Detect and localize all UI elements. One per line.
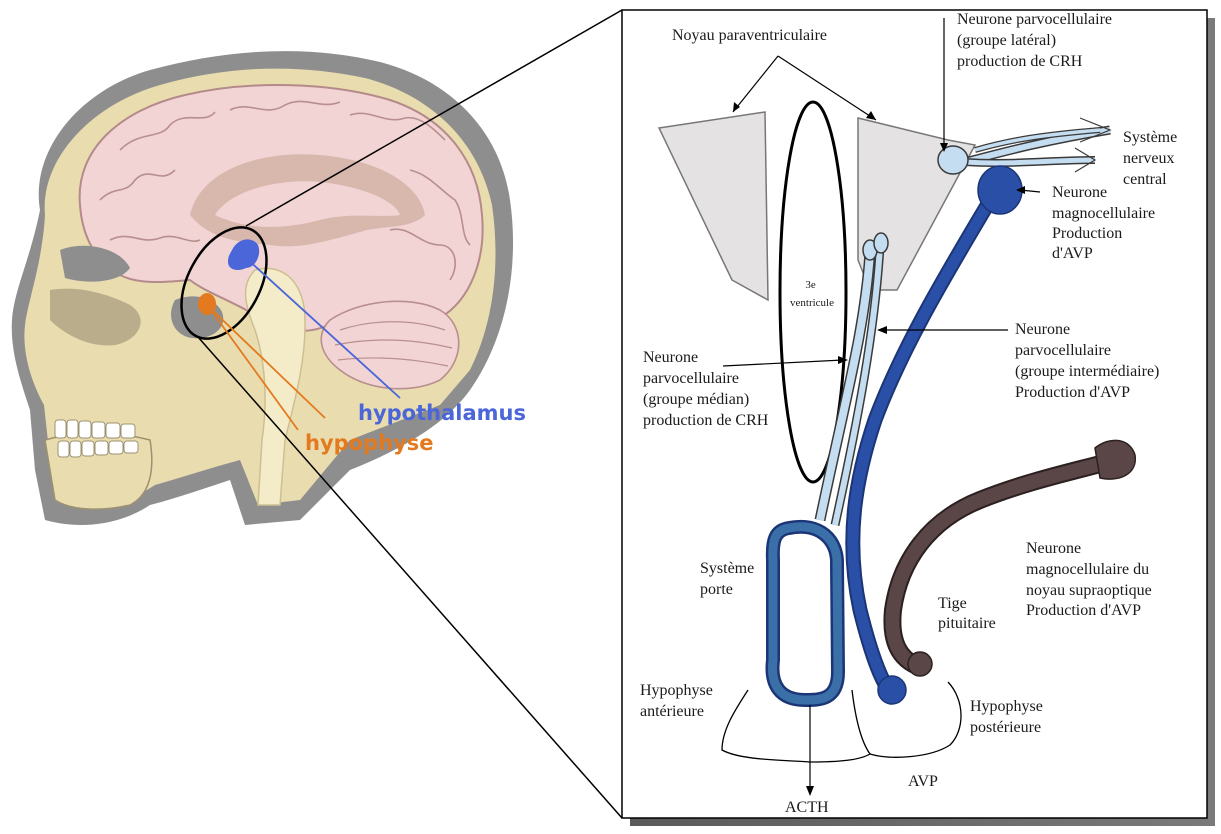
detail-panel: Noyau paraventriculaire 3e ventricule Ne… [622, 10, 1215, 826]
parvo-lateral-soma [938, 146, 968, 174]
supraoptic-soma [1095, 440, 1135, 479]
magno-pv-soma [978, 166, 1022, 214]
label-acth: ACTH [785, 799, 829, 816]
label-avp: AVP [908, 773, 938, 790]
hypophyse-label: hypophyse [305, 431, 434, 455]
hypothalamus-label: hypothalamus [358, 401, 526, 425]
label-noyau-pv: Noyau paraventriculaire [672, 27, 827, 44]
head-illustration: hypothalamus hypophyse [12, 51, 526, 525]
